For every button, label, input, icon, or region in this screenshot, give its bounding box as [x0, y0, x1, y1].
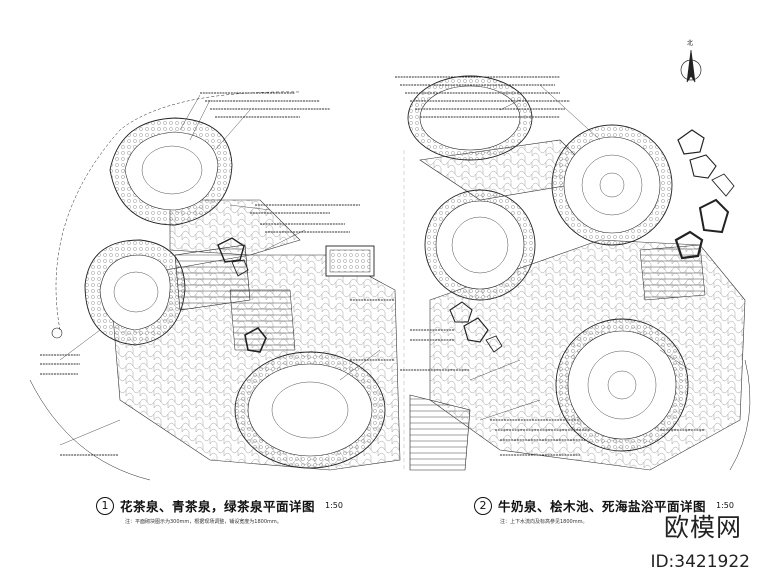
plan2-pool-top — [407, 75, 533, 161]
plan2-title-block: 2 牛奶泉、桧木池、死海盐浴平面详图 1:50 — [474, 496, 734, 515]
watermark-brand: 欧模网 — [663, 513, 742, 542]
plan2-boulders — [449, 129, 735, 353]
plan2-pool-lower-right — [555, 318, 689, 452]
plan2-leaders — [469, 84, 691, 421]
plan2-title: 牛奶泉、桧木池、死海盐浴平面详图 — [498, 499, 707, 514]
plan2-annotation-lines — [395, 76, 705, 456]
plan1-title: 花茶泉、青茶泉，绿茶泉平面详图 — [120, 499, 316, 514]
plan1-section-marker — [51, 327, 63, 339]
plan1-boundary-arc — [55, 91, 301, 331]
watermark-id: ID:3421922 — [650, 552, 750, 572]
plan1-number: 1 — [96, 496, 114, 515]
plan2-drawing — [395, 75, 751, 471]
plan2-scale: 1:50 — [716, 501, 734, 510]
plan1-boulder — [217, 237, 245, 263]
plan2-pool-middle — [424, 189, 536, 301]
plan1-pool-bottom — [234, 351, 386, 469]
plan1-scale: 1:50 — [325, 501, 343, 510]
plan1-drawing — [29, 91, 401, 481]
plan1-title-block: 1 花茶泉、青茶泉，绿茶泉平面详图 1:50 — [96, 496, 343, 515]
plan1-boulder — [244, 326, 267, 353]
north-arrow — [680, 49, 702, 83]
plan1-note: 注：平面砌块图示为300mm，根据现场调整，铺设宽度为1800mm。 — [125, 519, 282, 525]
plan1-stairs — [229, 289, 296, 351]
plan1-leaders — [59, 94, 381, 446]
plan1-boulder — [231, 259, 249, 277]
plan1-boundary-arc — [29, 379, 151, 481]
north-label: 北 — [687, 40, 694, 47]
plan2-note: 注：上下水流向及标高参见1800mm。 — [500, 519, 588, 525]
plan2-boundary-arc — [729, 359, 751, 471]
plan2-stairs — [409, 394, 471, 471]
plan2-number: 2 — [474, 496, 492, 515]
plan1-pool-top — [109, 117, 233, 226]
plan1-annotation-lines — [40, 92, 395, 456]
plan2-stairs — [639, 244, 706, 301]
plan2-pool-upper-right — [551, 124, 673, 246]
plan1-pool-left — [84, 239, 186, 346]
